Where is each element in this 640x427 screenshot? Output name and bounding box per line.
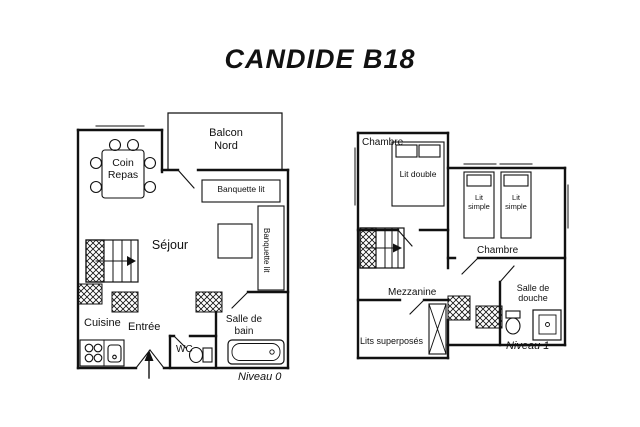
toilet-level0	[188, 346, 213, 364]
level1-walls	[356, 131, 567, 360]
bench-bed-top	[201, 179, 281, 203]
level1-plan	[354, 131, 569, 360]
room-label-entrance: Entrée	[128, 321, 161, 333]
room-label-bunk-beds: Lits superposés	[360, 336, 424, 346]
coffee-table	[217, 223, 253, 259]
level1-wall-hatches	[447, 295, 503, 329]
level1-label: Niveau 1	[506, 340, 550, 352]
level0-wall-hatches	[77, 283, 223, 313]
shower	[532, 309, 562, 341]
level1-windows	[354, 147, 569, 229]
room-label-living: Séjour	[151, 238, 189, 252]
single-bed-1	[463, 171, 495, 239]
level0-stairs	[85, 239, 139, 283]
room-label-wc: WC	[176, 344, 193, 355]
kitchen-counter	[79, 339, 125, 367]
furniture-label-bench-bed-top: Banquette lit	[217, 184, 265, 194]
room-label-shower-room: Salle de douche	[516, 283, 550, 304]
bench-bed-side	[257, 205, 285, 291]
level0-walls	[76, 128, 290, 370]
room-label-mezzanine: Mezzanine	[388, 287, 437, 298]
room-label-dining: Coin Repas	[107, 157, 139, 182]
furniture-label-double-bed: Lit double	[399, 169, 437, 179]
level0-plan	[76, 112, 290, 379]
room-label-bathroom: Salle de bain	[225, 314, 263, 337]
level0-balcony-outline	[167, 112, 283, 171]
room-label-balcony: Balcon Nord	[209, 127, 243, 152]
level0-label: Niveau 0	[238, 371, 282, 383]
single-bed-2	[500, 171, 532, 239]
room-label-bedroom-top: Chambre	[362, 137, 404, 148]
level1-stairs	[359, 227, 405, 269]
bunk-bed	[428, 303, 447, 355]
dining-table	[89, 138, 157, 199]
toilet-level1	[505, 310, 521, 335]
furniture-label-bench-bed-side: Banquette lit	[262, 227, 271, 273]
room-label-kitchen: Cuisine	[84, 317, 121, 329]
furniture-label-single-bed-2: Lit simple	[505, 193, 527, 211]
level1-doors	[397, 229, 515, 315]
furniture-label-single-bed-1: Lit simple	[468, 193, 490, 211]
level0-doors	[135, 169, 249, 369]
entry-arrow	[144, 350, 154, 379]
bathtub	[227, 339, 285, 365]
plan-title: CANDIDE B18	[224, 44, 416, 74]
room-label-bedroom-right: Chambre	[477, 245, 519, 256]
double-bed	[391, 141, 445, 207]
